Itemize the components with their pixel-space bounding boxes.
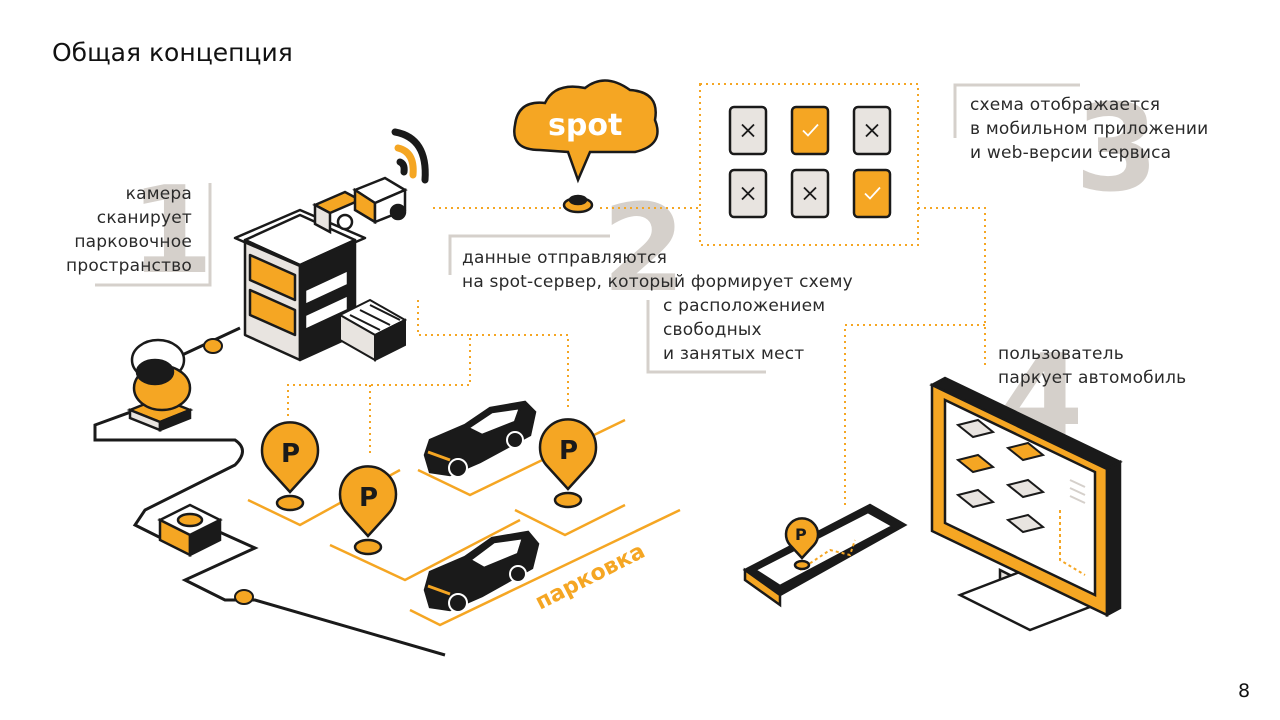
step-2-text-continued: с расположением свободных и занятых мест	[663, 294, 883, 366]
step-3-bracket	[953, 83, 1080, 138]
step-1-line: парковочное	[74, 232, 192, 252]
parking-pin-icon: P	[538, 418, 598, 509]
occupied-spot-cell	[852, 105, 892, 156]
step-2-line: свободных	[663, 320, 762, 340]
check-icon	[864, 186, 881, 200]
step-3-line: схема отображается	[970, 95, 1161, 115]
dotted-connectors	[287, 83, 986, 505]
free-spot-cell	[790, 105, 830, 156]
occupied-spot-cell	[728, 105, 768, 156]
stairs-icon	[337, 298, 408, 362]
step-2-line: и занятых мест	[663, 344, 805, 364]
step-2-text: данные отправляются на spot-сервер, кото…	[462, 246, 882, 294]
step-1-line: камера	[125, 184, 192, 204]
check-icon	[802, 123, 819, 137]
sensor-post-icon	[126, 338, 194, 432]
step-3-line: и web-версии сервиса	[970, 143, 1172, 163]
step-1-line: сканирует	[96, 208, 192, 228]
step-2-number: 2	[602, 180, 686, 319]
step-1-number: 1	[130, 162, 214, 301]
step-3-text: схема отображается в мобильном приложени…	[970, 93, 1250, 165]
camera-icon	[312, 176, 408, 235]
step-2-line: на spot-сервер, который формирует схему	[462, 272, 853, 292]
cross-icon	[741, 186, 755, 201]
svg-text:P: P	[559, 436, 578, 466]
step-4-text: пользователь паркует автомобиль	[998, 342, 1238, 390]
step-2-bracket-bottom	[646, 300, 766, 374]
free-spot-cell	[852, 168, 892, 219]
cross-icon	[865, 123, 879, 138]
parking-pin-icon: P	[338, 465, 398, 556]
step-1-line: пространство	[66, 256, 192, 276]
page-number: 8	[1238, 680, 1251, 702]
parking-label: парковка	[531, 539, 649, 616]
step-4-line: паркует автомобиль	[998, 368, 1187, 388]
svg-text:spot: spot	[548, 108, 622, 143]
parking-pin-icon: P	[260, 421, 320, 512]
step-4-line: пользователь	[998, 344, 1124, 364]
monitor-icon	[929, 376, 1123, 632]
step-2-line: с расположением	[663, 296, 826, 316]
step-1-bracket	[95, 183, 212, 287]
occupied-spot-cell	[790, 168, 830, 219]
cross-icon	[741, 123, 755, 138]
occupied-spot-cell	[728, 168, 768, 219]
slide-title: Общая концепция	[52, 38, 293, 67]
car-icon	[423, 530, 540, 613]
svg-text:P: P	[795, 525, 807, 544]
parking-scheme-grid	[728, 105, 892, 219]
step-2-line: данные отправляются	[462, 248, 668, 268]
sensor-icon	[157, 503, 223, 558]
step-2-bracket-top	[448, 234, 610, 275]
wifi-signal-icon	[391, 128, 429, 184]
cable-nodes	[203, 338, 254, 605]
svg-text:P: P	[359, 483, 378, 513]
cross-icon	[803, 186, 817, 201]
smartphone-icon: P	[742, 503, 908, 608]
step-3-line: в мобильном приложении	[970, 119, 1209, 139]
car-icon	[423, 400, 537, 478]
svg-text:P: P	[281, 439, 300, 469]
spot-cloud-icon: spot	[513, 79, 659, 214]
step-1-text: камера сканирует парковочное пространств…	[60, 182, 192, 278]
step-3-number: 3	[1075, 80, 1159, 219]
